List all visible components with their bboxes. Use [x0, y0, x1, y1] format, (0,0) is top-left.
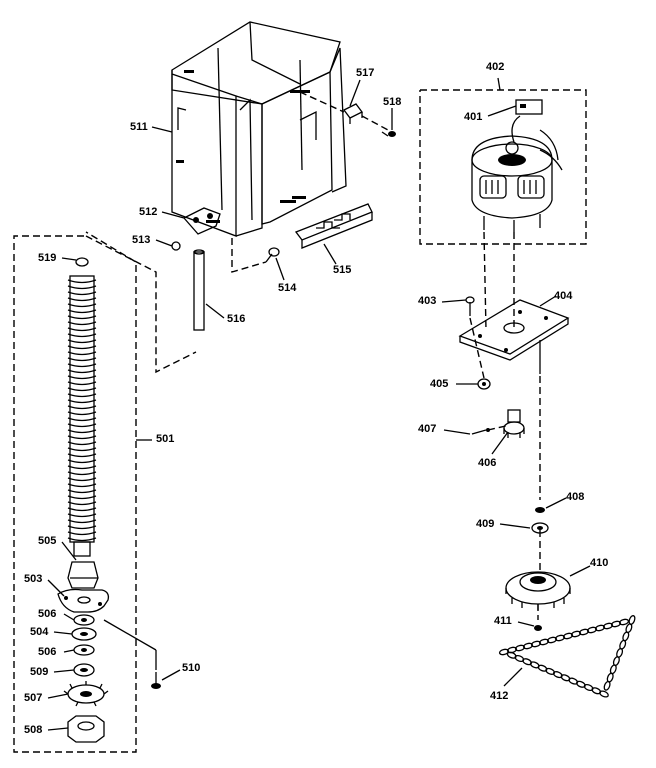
callout-519: 519	[38, 252, 57, 264]
motor-box-402	[419, 77, 587, 245]
callout-402: 402	[486, 61, 505, 73]
callout-408: 408	[566, 491, 585, 503]
washer-409	[531, 522, 549, 534]
callout-410: 410	[590, 557, 609, 569]
plate-503	[57, 588, 110, 613]
screw-518	[381, 131, 396, 137]
washer-408	[535, 507, 545, 513]
callout-506-upper: 506	[38, 608, 57, 620]
callout-404: 404	[554, 290, 573, 302]
pinion-406	[503, 409, 525, 438]
clip-512	[182, 207, 221, 235]
callout-507: 507	[24, 692, 43, 704]
chain-412	[498, 615, 636, 698]
screw-403	[465, 296, 475, 316]
callout-503: 503	[24, 573, 43, 585]
mount-plate-404	[458, 299, 570, 374]
callout-505: 505	[38, 535, 57, 547]
callout-501: 501	[156, 433, 175, 445]
callout-506-lower: 506	[38, 646, 57, 658]
housing-511	[171, 21, 347, 237]
callout-504: 504	[30, 626, 49, 638]
screw-514	[265, 247, 280, 263]
callout-512: 512	[139, 206, 158, 218]
callout-514: 514	[278, 282, 297, 294]
washer-513	[171, 241, 181, 251]
callout-412: 412	[490, 690, 509, 702]
nut-508	[67, 715, 105, 743]
leader-lines	[47, 79, 591, 731]
screw-510	[151, 672, 161, 689]
callout-411: 411	[494, 615, 512, 627]
callout-518: 518	[383, 96, 402, 108]
washer-411	[534, 625, 542, 631]
callout-407: 407	[418, 423, 437, 435]
bearing-505	[67, 561, 99, 589]
callout-510: 510	[182, 662, 201, 674]
bracket-515	[294, 203, 373, 249]
nut-405	[477, 378, 491, 390]
washer-stack	[71, 614, 97, 677]
auger-box-501	[13, 231, 152, 753]
callout-406: 406	[478, 457, 497, 469]
callout-511: 511	[130, 121, 148, 133]
callout-513: 513	[132, 234, 151, 246]
callout-509: 509	[30, 666, 49, 678]
callout-517: 517	[356, 67, 375, 79]
callout-401: 401	[464, 111, 483, 123]
callout-508: 508	[24, 724, 43, 736]
bracket-517	[343, 103, 363, 124]
auger-screw	[67, 257, 97, 557]
sprocket-507	[63, 681, 109, 707]
callout-403: 403	[418, 295, 437, 307]
motor-401	[471, 99, 563, 232]
rod-516	[193, 249, 205, 331]
pin-407	[471, 428, 490, 435]
callout-409: 409	[476, 518, 495, 530]
callout-515: 515	[333, 264, 352, 276]
callout-516: 516	[227, 313, 246, 325]
callout-405: 405	[430, 378, 449, 390]
